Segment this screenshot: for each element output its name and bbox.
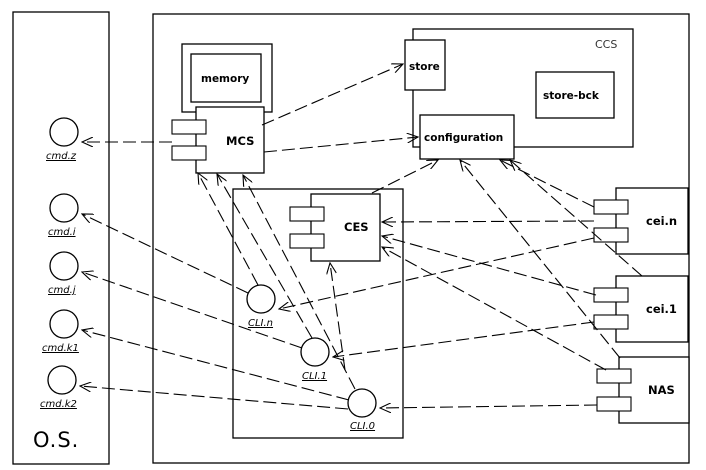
edge-cli0-cmdk1 bbox=[82, 330, 350, 401]
edge-cei1-ces bbox=[382, 236, 597, 296]
mcs-label: MCS bbox=[226, 134, 254, 148]
os-label: O.S. bbox=[33, 428, 79, 452]
edge-cli1-cmdj bbox=[82, 272, 303, 349]
configuration-label: configuration bbox=[424, 132, 503, 144]
edge-mcs-store bbox=[261, 64, 403, 126]
edge-cli0-cmdk2 bbox=[80, 386, 349, 410]
edge-nas-cli0 bbox=[380, 405, 598, 408]
ces-component: CES bbox=[289, 193, 381, 262]
edge-nas-configuration bbox=[460, 160, 621, 359]
os-interface-label: cmd.k2 bbox=[40, 399, 77, 410]
cli-interface-1: CLI.1 bbox=[300, 337, 330, 382]
edge-ces-configuration bbox=[371, 160, 438, 194]
os-interface-label: cmd.k1 bbox=[42, 343, 79, 354]
store-bck-node: store-bck bbox=[535, 71, 615, 119]
cli-interface-label: CLI.1 bbox=[302, 371, 327, 382]
store-label: store bbox=[409, 61, 440, 73]
os-interface-cmd-z: cmd.z bbox=[46, 117, 79, 162]
edge-mcs-configuration bbox=[263, 137, 418, 153]
edge-cei1-configuration bbox=[510, 160, 643, 277]
cli-interface-n: CLI.n bbox=[246, 284, 276, 329]
os-interface-label: cmd.j bbox=[48, 285, 76, 296]
os-frame: O.S. bbox=[12, 11, 110, 465]
ces-label: CES bbox=[344, 220, 369, 234]
os-interface-cmd-i: cmd.i bbox=[48, 193, 79, 238]
edge-cli1-mcs bbox=[217, 174, 313, 339]
edge-clin-mcs bbox=[198, 173, 259, 286]
os-interface-cmd-k1: cmd.k1 bbox=[42, 309, 79, 354]
nas-component: NAS bbox=[596, 356, 690, 424]
edge-cei1-cli1 bbox=[333, 321, 595, 357]
connectors bbox=[80, 64, 643, 410]
cli-interface-label: CLI.n bbox=[248, 318, 273, 329]
edge-cli0-ces bbox=[330, 263, 346, 371]
store-node: store bbox=[404, 39, 446, 91]
configuration-node: configuration bbox=[419, 114, 515, 160]
memory-label: memory bbox=[201, 73, 249, 85]
cli-interface-label: CLI.0 bbox=[350, 421, 375, 432]
edge-cli0-mcs bbox=[243, 175, 356, 390]
os-interface-cmd-j: cmd.j bbox=[48, 251, 79, 296]
ccs-label: CCS bbox=[595, 38, 617, 51]
memory-node: memory bbox=[181, 43, 273, 113]
os-interface-label: cmd.z bbox=[46, 151, 77, 162]
cei-1-label: cei.1 bbox=[646, 302, 677, 316]
cli-interface-0: CLI.0 bbox=[347, 388, 377, 432]
os-interface-label: cmd.i bbox=[48, 227, 76, 238]
cei-1-component: cei.1 bbox=[593, 275, 689, 343]
mcs-component: MCS bbox=[171, 106, 265, 174]
edge-nas-ces bbox=[382, 247, 607, 371]
os-interface-cmd-k2: cmd.k2 bbox=[40, 365, 77, 410]
edge-clin-cmdi bbox=[82, 214, 249, 294]
store-bck-label: store-bck bbox=[543, 90, 600, 102]
nas-label: NAS bbox=[648, 383, 675, 397]
cei-n-label: cei.n bbox=[646, 214, 677, 228]
cei-n-component: cei.n bbox=[593, 187, 689, 255]
